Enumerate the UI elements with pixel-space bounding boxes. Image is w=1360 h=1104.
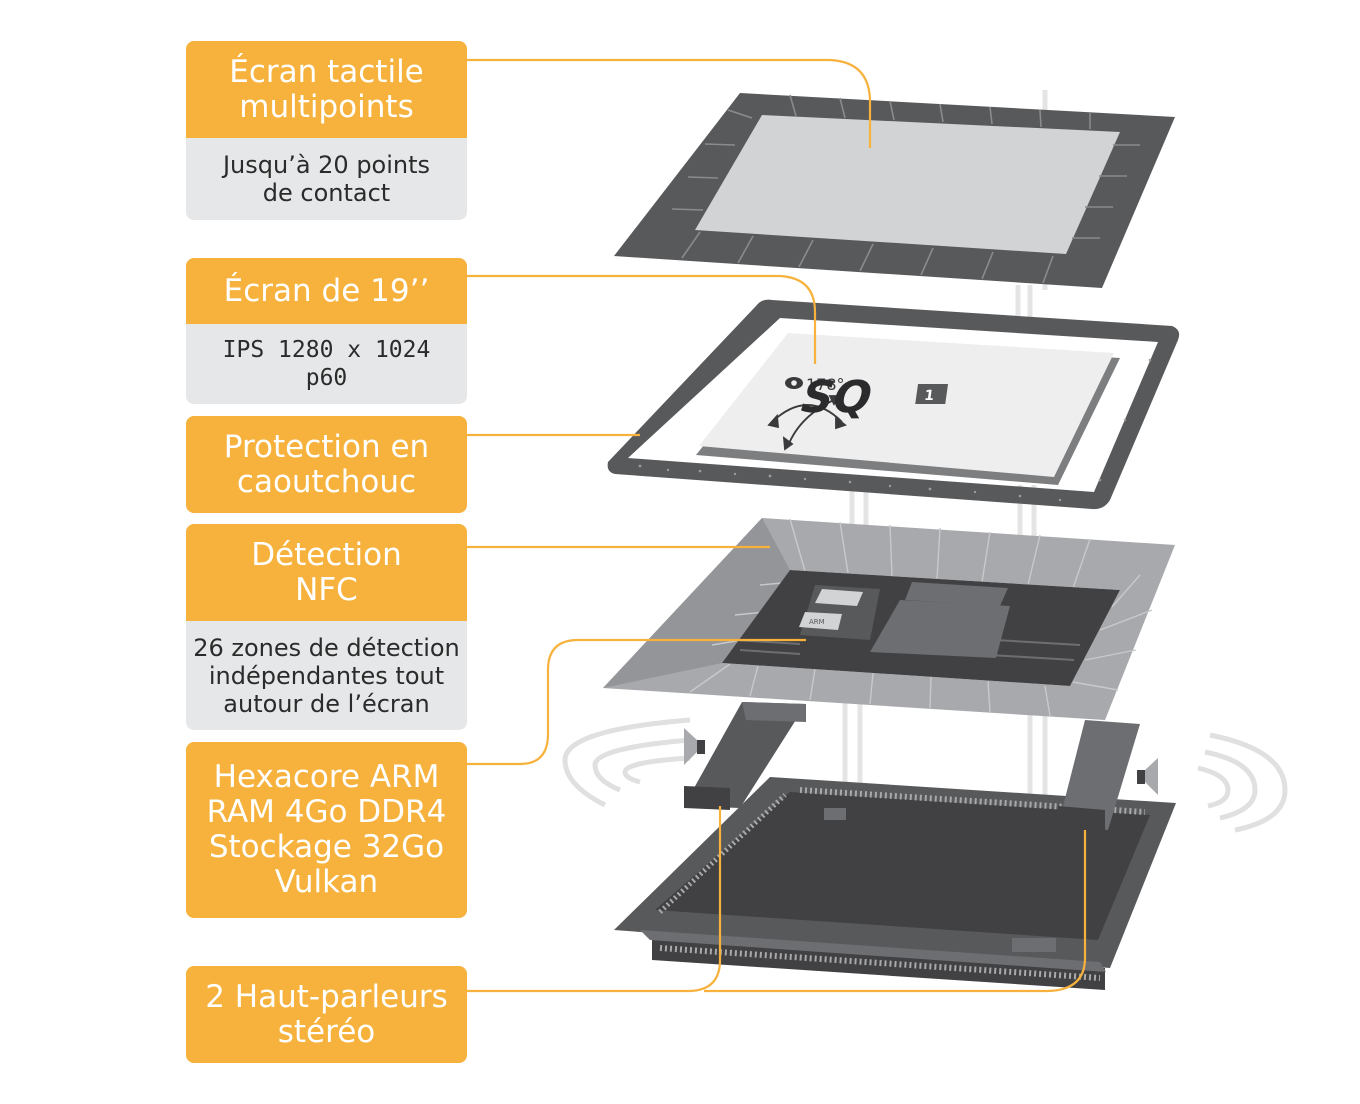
sound-waves-left (562, 717, 691, 808)
chip-arm (799, 612, 842, 630)
callout-lcd-detail: IPS 1280 x 1024 p60 (186, 324, 467, 404)
speaker-bar-left (684, 702, 806, 810)
line-speakers-right (704, 830, 1087, 993)
callout-lcd-title: Écran de 19’’ (186, 258, 467, 324)
sq-logo: SQ (799, 372, 875, 423)
chip-ram (815, 589, 863, 606)
speaker-left-icon (684, 728, 705, 765)
line-touch-screen (467, 58, 872, 148)
speaker-right-icon (1137, 758, 1158, 795)
nfc-detection-layer: ARM (603, 518, 1175, 720)
rubber-frame-layer: 178° SQ 1 (607, 299, 1180, 510)
viewing-angle-label: 178° (806, 375, 845, 394)
callout-rubber-title: Protection en caoutchouc (186, 416, 467, 513)
callout-touch-screen-title: Écran tactile multipoints (186, 41, 467, 138)
sq-logo-badge (915, 384, 949, 404)
speaker-bar-right (1058, 720, 1140, 832)
angle-arrows-icon (767, 395, 847, 451)
callout-cpu-title: Hexacore ARM RAM 4Go DDR4 Stockage 32Go … (186, 742, 467, 918)
viewing-angle-icon (785, 377, 803, 389)
sq-logo-badge-number: 1 (923, 388, 935, 404)
line-lcd (467, 274, 817, 364)
line-cpu (467, 638, 806, 766)
callout-touch-screen-detail: Jusqu’à 20 points de contact (186, 138, 467, 220)
callout-lines (467, 58, 1087, 993)
chip-arm-label: ARM (809, 618, 825, 626)
callout-nfc-detail: 26 zones de détection indépendantes tout… (186, 621, 467, 730)
line-speakers (467, 806, 722, 993)
bottom-case-layer (614, 702, 1176, 990)
callout-speakers-title: 2 Haut-parleurs stéréo (186, 966, 467, 1063)
sound-waves-right (1197, 732, 1288, 833)
callout-nfc-title: Détection NFC (186, 524, 467, 621)
touch-screen-layer (614, 93, 1175, 288)
